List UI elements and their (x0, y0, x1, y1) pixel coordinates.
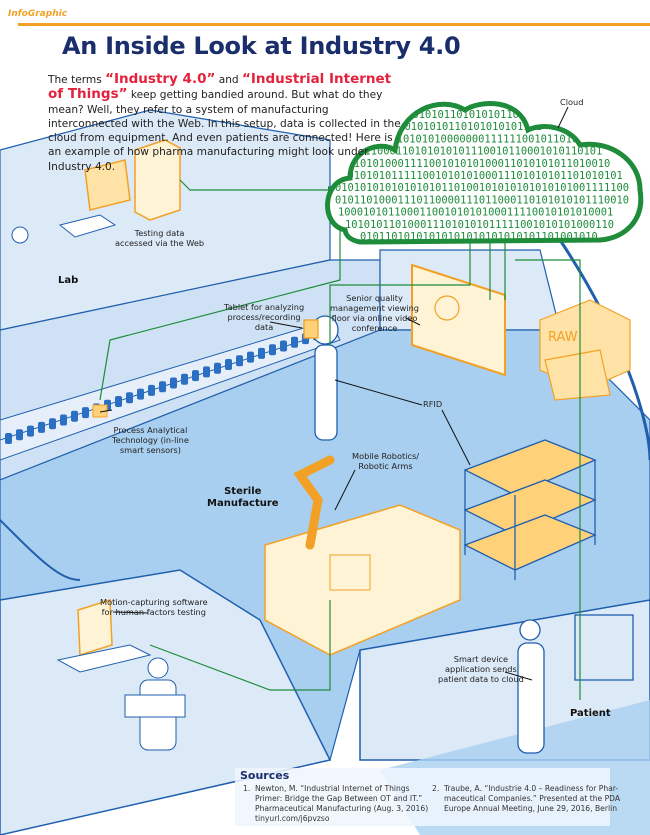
intro-text: and (215, 74, 243, 86)
vial (60, 414, 67, 426)
binary-row: 1011000110101010101110010110001010110101 (352, 146, 602, 158)
binary-row: 0101010100011110010101010001101010101101… (335, 158, 610, 170)
vial (258, 347, 265, 359)
source-item-2: 2. Traube, A. “Industrie 4.0 – Readiness… (432, 784, 621, 813)
binary-row: 0101010101010101011010010101010101010100… (335, 182, 629, 194)
vial (181, 373, 188, 385)
storage-cart (463, 439, 597, 580)
vial (115, 396, 122, 407)
raw-material-boxes (539, 299, 631, 401)
vial (203, 366, 210, 378)
worker-figure (303, 315, 339, 441)
cloud-label: Cloud (560, 97, 584, 107)
vial (38, 421, 45, 433)
vial (214, 362, 221, 374)
vial (16, 429, 23, 441)
binary-row: 1010101101000111010101011111001010101000… (345, 219, 614, 231)
intro-text: The terms (48, 74, 106, 86)
vial (148, 384, 155, 396)
sources-box: Sources 1. Newton, M. “Industrial Intern… (235, 768, 621, 826)
vial (49, 418, 56, 430)
vial (159, 381, 166, 393)
vial (82, 407, 89, 419)
vial (170, 377, 177, 389)
binary-row: 0101010101000000011111100101101010 (378, 133, 591, 145)
vial (291, 336, 298, 348)
patient-figure (517, 614, 634, 754)
video-conference-screen (411, 263, 506, 377)
vial (137, 388, 144, 400)
robotics-label: Mobile Robotics/Robotic Arms (352, 451, 420, 471)
cloud: 0101010110101010110010101010110101010101… (325, 101, 644, 245)
patient-label: Patient (570, 708, 611, 719)
vial (5, 433, 12, 444)
binary-row: 0101010101111100101010100011101010101101… (335, 170, 623, 182)
header-rule (18, 23, 650, 26)
vial (71, 410, 78, 422)
lab-computer (11, 139, 181, 244)
binary-row: 01011010101010101010101010101101001010 (360, 231, 598, 243)
vial (126, 392, 133, 404)
term-iiot: “Industrial Internet of Things” (48, 71, 392, 103)
vial (247, 351, 254, 363)
vial-row (5, 325, 331, 444)
brand-label: InfoGraphic (8, 9, 68, 19)
binary-row: 0101010110101010110 (400, 109, 519, 121)
robotic-arm-isolator (264, 455, 461, 656)
rfid-label: RFID (423, 399, 443, 409)
motion-capture-setup (56, 598, 186, 751)
vial (192, 370, 199, 382)
vial (269, 344, 276, 356)
vial (280, 340, 287, 352)
source-item-1: 1. Newton, M. “Industrial Internet of Th… (243, 784, 429, 823)
sources-heading: Sources (240, 769, 290, 782)
vial (27, 425, 34, 437)
network-lines (99, 179, 581, 700)
term-industry-4: “Industry 4.0” (105, 71, 216, 87)
lab-label: Lab (58, 275, 79, 286)
intro-paragraph: The terms “Industry 4.0” and “Industrial… (48, 72, 408, 174)
page-title: An Inside Look at Industry 4.0 (62, 32, 461, 60)
intro-text: keep getting bandied around. But what do… (48, 89, 401, 173)
raw-box-label: RAW (548, 330, 578, 345)
vial (225, 359, 232, 370)
binary-row: 1000101011000110010101010001111001010101… (338, 207, 613, 219)
binary-row: 010101010110101010101101 (392, 121, 542, 133)
binary-row: 0101101000111011000011101100011010101010… (335, 194, 629, 206)
vial (236, 355, 243, 367)
